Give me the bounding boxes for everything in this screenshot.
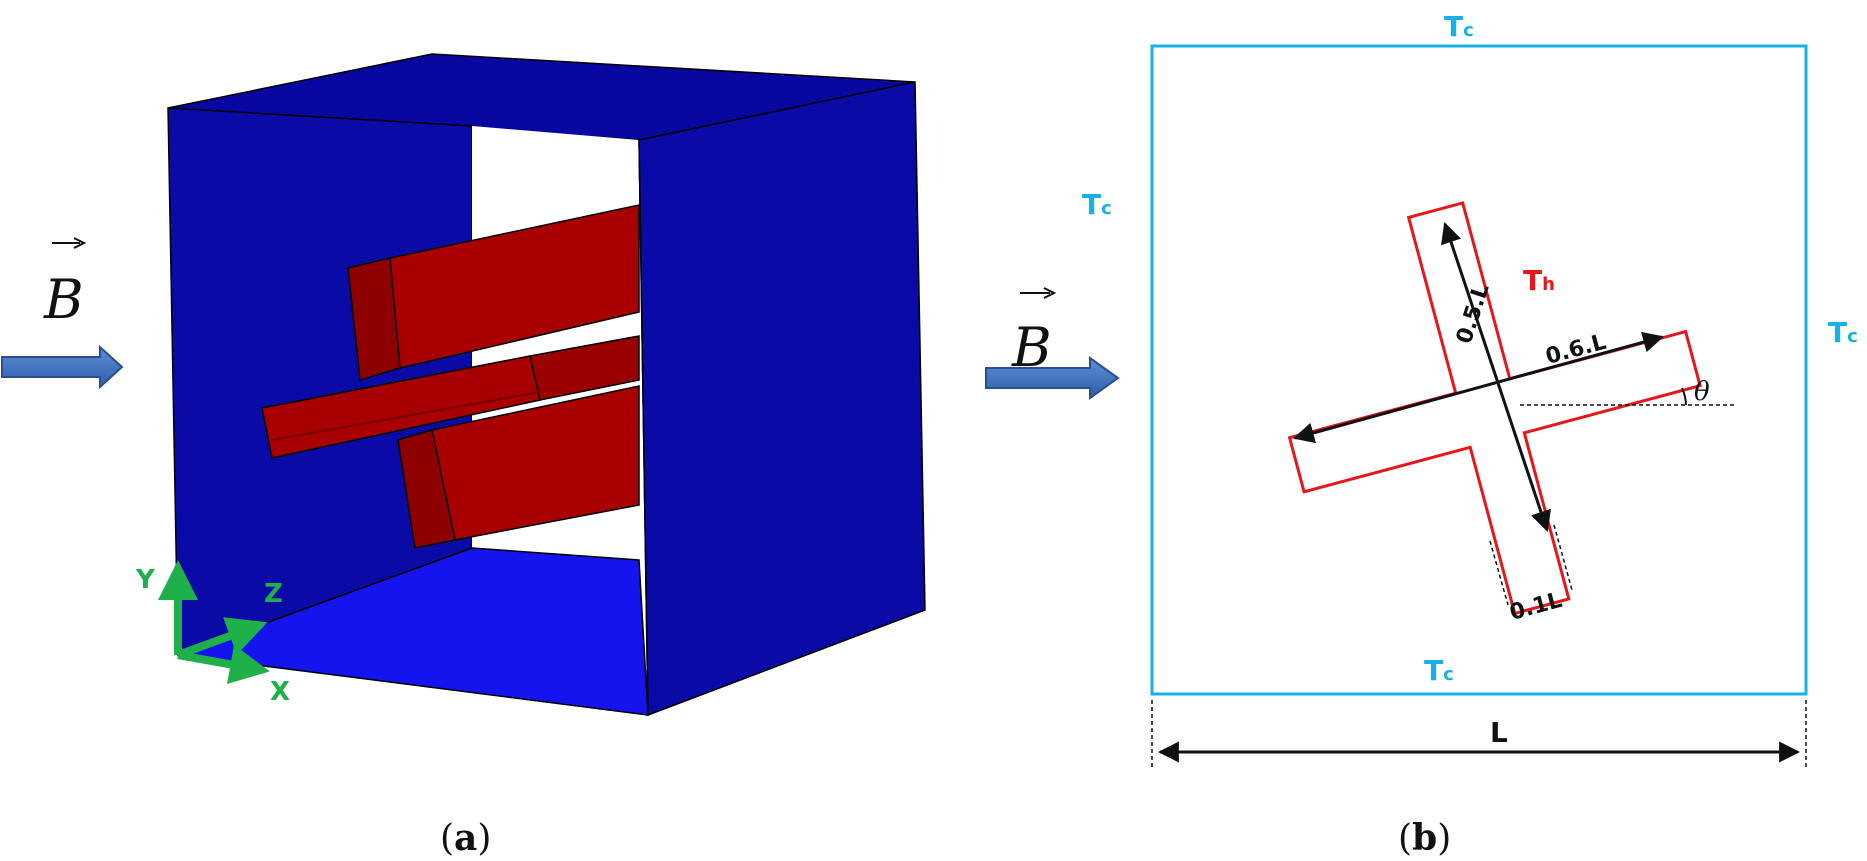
left-wall-temp: Tc (1082, 188, 1112, 221)
right-wall-temp: Tc (1828, 316, 1858, 349)
axis-z-label: Z (264, 579, 283, 609)
field-arrow-b (985, 356, 1120, 400)
cube-front-face (638, 81, 926, 717)
bottom-wall-temp: Tc (1424, 654, 1454, 687)
field-arrow-a (1, 344, 124, 390)
dimension-horizontal: 0.6.L (1292, 330, 1665, 444)
panel-a: B (1, 53, 926, 859)
field-b-symbol: B (43, 268, 84, 331)
axis-y-label: Y (135, 565, 156, 595)
length-label: L (1490, 716, 1508, 749)
cube-floor-face (177, 547, 649, 716)
dim-width-label: 0.1L (1507, 588, 1565, 626)
top-wall-temp: Tc (1444, 10, 1474, 43)
caption-a: (a) (440, 817, 491, 859)
cross-obstacle-3d (261, 204, 640, 549)
dim-horizontal-label: 0.6.L (1543, 330, 1609, 370)
caption-b: (b) (1398, 817, 1451, 859)
panel-b: B Tc Tc Tc Tc Th 0.5.L 0.6.L θ (985, 10, 1858, 859)
angle-label: θ (1694, 377, 1710, 407)
angle-reference: θ (1520, 377, 1734, 407)
hot-cross-obstacle (1287, 201, 1702, 616)
hot-wall-temp: Th (1523, 264, 1555, 297)
dimension-length: L (1151, 700, 1807, 768)
axis-x-label: X (270, 677, 290, 707)
dim-vertical-label: 0.5.L (1452, 281, 1495, 347)
field-b-label-b: B (1011, 287, 1057, 379)
axes-triad: Y Z X (135, 560, 290, 707)
cube-enclosure (167, 53, 926, 717)
field-b-label-a: B (43, 237, 87, 331)
cold-wall-enclosure (1150, 44, 1808, 696)
dimension-width: 0.1L (1489, 524, 1573, 626)
